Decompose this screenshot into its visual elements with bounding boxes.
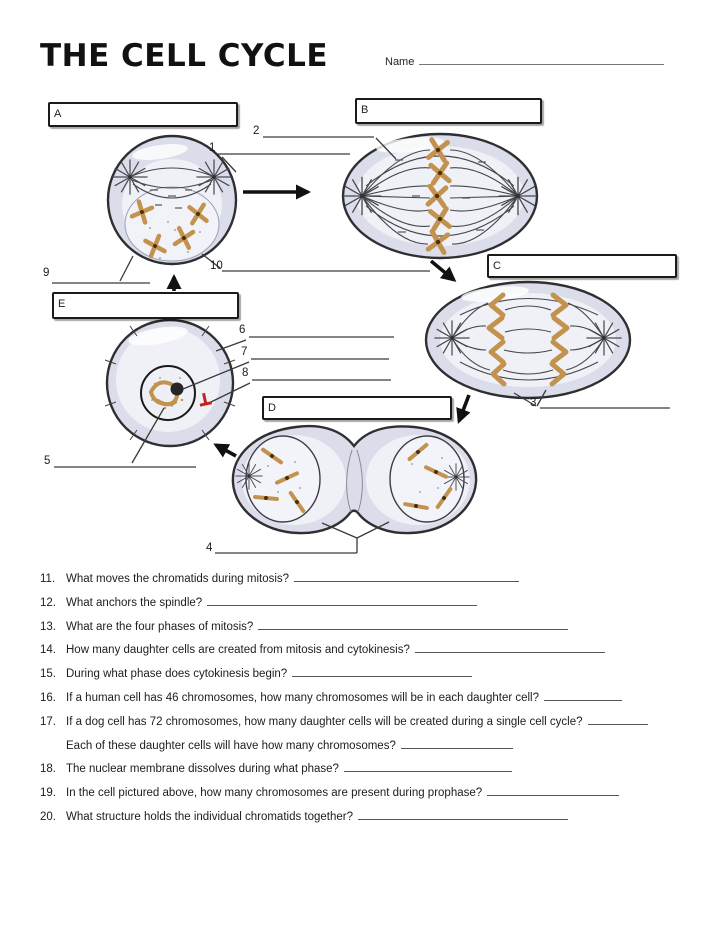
diagram-number-8: 8 bbox=[242, 367, 248, 379]
diagram-leader-lines bbox=[52, 136, 670, 554]
diagram-number-3: 3 bbox=[530, 397, 536, 409]
arrow-d-to-e bbox=[213, 443, 237, 458]
diagram-number-10: 10 bbox=[210, 260, 223, 272]
answer-blank[interactable] bbox=[414, 641, 605, 654]
question-text: If a dog cell has 72 chromosomes, how ma… bbox=[66, 715, 583, 728]
question-text: What moves the chromatids during mitosis… bbox=[66, 573, 290, 585]
diagram-number-6: 6 bbox=[239, 324, 245, 336]
label-box-c[interactable]: C bbox=[487, 254, 677, 278]
page-title: THE CELL CYCLE bbox=[40, 38, 329, 74]
question-text: What are the four phases of mitosis? bbox=[66, 620, 254, 633]
question-number: 14. bbox=[40, 644, 56, 657]
answer-blank[interactable] bbox=[587, 713, 648, 725]
label-box-c-letter: C bbox=[493, 260, 501, 272]
answer-blank[interactable] bbox=[358, 808, 569, 820]
question-text: The nuclear membrane dissolves during wh… bbox=[66, 763, 339, 776]
question-text: Each of these daughter cells will have h… bbox=[66, 739, 396, 752]
label-box-a[interactable]: A bbox=[48, 102, 238, 127]
question-text: In the cell pictured above, how many chr… bbox=[66, 787, 483, 800]
answer-blank[interactable] bbox=[487, 784, 620, 797]
answer-blank[interactable] bbox=[544, 689, 623, 701]
answer-blank[interactable] bbox=[294, 570, 520, 582]
answer-blank[interactable] bbox=[207, 594, 478, 606]
question-row-18: 18. The nuclear membrane dissolves durin… bbox=[40, 760, 690, 784]
answer-blank[interactable] bbox=[343, 760, 512, 773]
answer-blank[interactable] bbox=[400, 737, 513, 749]
question-number: 11. bbox=[40, 573, 56, 585]
question-row-20: 20. What structure holds the individual … bbox=[40, 808, 690, 832]
question-list: 11. What moves the chromatids during mit… bbox=[40, 570, 690, 832]
answer-blank[interactable] bbox=[292, 665, 473, 678]
question-number: 20. bbox=[40, 810, 56, 823]
question-number: 16. bbox=[40, 691, 56, 704]
question-number: 12. bbox=[40, 596, 56, 609]
question-row-15: 15. During what phase does cytokinesis b… bbox=[40, 665, 690, 689]
label-box-b-letter: B bbox=[361, 104, 369, 116]
mitosis-diagram: 1 2 3 4 5 6 7 8 9 10 bbox=[43, 125, 670, 554]
diagram-number-7: 7 bbox=[241, 346, 247, 358]
arrow-c-to-d bbox=[456, 394, 471, 424]
name-field-row: Name bbox=[385, 52, 665, 68]
diagram-number-2: 2 bbox=[253, 125, 259, 137]
label-box-d-letter: D bbox=[268, 402, 276, 414]
arrow-b-to-c bbox=[429, 259, 457, 282]
answer-blank[interactable] bbox=[258, 618, 569, 630]
question-row-13: 13. What are the four phases of mitosis? bbox=[40, 618, 690, 642]
question-text: During what phase does cytokinesis begin… bbox=[66, 668, 288, 681]
prophase-cell-illustration bbox=[106, 134, 238, 266]
question-row-16: 16. If a human cell has 46 chromosomes, … bbox=[40, 689, 690, 713]
centriole-red-mark bbox=[199, 392, 213, 407]
label-box-b[interactable]: B bbox=[355, 98, 542, 124]
question-number: 18. bbox=[40, 763, 56, 776]
question-row-14: 14. How many daughter cells are created … bbox=[40, 641, 690, 665]
nucleolus-dot bbox=[170, 382, 184, 396]
question-row-11: 11. What moves the chromatids during mit… bbox=[40, 570, 690, 594]
label-box-a-letter: A bbox=[54, 108, 62, 120]
label-box-d[interactable]: D bbox=[262, 396, 452, 420]
label-box-e-letter: E bbox=[58, 298, 66, 310]
diagram-number-5: 5 bbox=[44, 455, 50, 467]
question-number: 13. bbox=[40, 620, 56, 633]
question-text: What anchors the spindle? bbox=[66, 596, 203, 609]
question-row-17: 17. If a dog cell has 72 chromosomes, ho… bbox=[40, 713, 690, 737]
question-row-12: 12. What anchors the spindle? bbox=[40, 594, 690, 618]
question-text: How many daughter cells are created from… bbox=[66, 644, 410, 657]
question-text: What structure holds the individual chro… bbox=[66, 810, 354, 823]
diagram-number-4: 4 bbox=[206, 542, 213, 554]
question-number: 17. bbox=[40, 715, 56, 728]
name-blank-line[interactable] bbox=[419, 52, 665, 65]
interphase-cell-illustration bbox=[104, 318, 236, 448]
diagram-number-1: 1 bbox=[209, 142, 215, 154]
name-label: Name bbox=[385, 56, 415, 68]
metaphase-cell-illustration bbox=[341, 132, 539, 260]
question-row-17b: Each of these daughter cells will have h… bbox=[40, 737, 690, 761]
anaphase-chromosomes bbox=[486, 292, 570, 387]
anaphase-cell-illustration bbox=[424, 280, 632, 400]
label-box-e[interactable]: E bbox=[52, 292, 239, 319]
question-row-19: 19. In the cell pictured above, how many… bbox=[40, 784, 690, 808]
question-number: 15. bbox=[40, 668, 56, 681]
question-text: If a human cell has 46 chromosomes, how … bbox=[66, 691, 540, 704]
telophase-cell-illustration bbox=[231, 424, 478, 535]
question-number: 19. bbox=[40, 787, 56, 800]
diagram-number-9: 9 bbox=[43, 267, 49, 279]
